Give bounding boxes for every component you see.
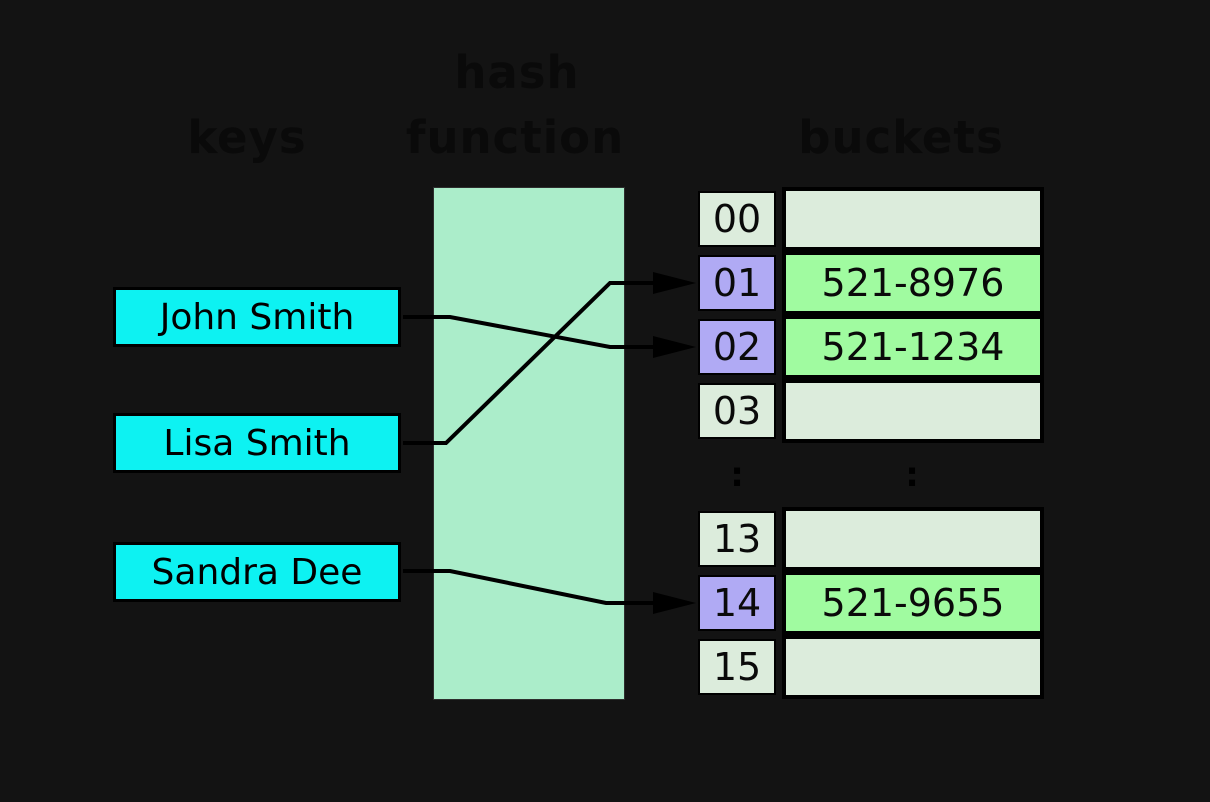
bucket-value-00 — [782, 187, 1044, 251]
key-label: Lisa Smith — [163, 422, 351, 464]
hash-function-label-line1: hash — [454, 46, 580, 99]
bucket-index-00: 00 — [698, 191, 776, 247]
index-ellipsis: : — [730, 455, 744, 495]
buckets-column-label: buckets — [798, 111, 1004, 164]
key-label: John Smith — [159, 296, 355, 338]
key-box-sandra-dee: Sandra Dee — [113, 542, 401, 602]
key-box-john-smith: John Smith — [113, 287, 401, 347]
bucket-value-14: 521-9655 — [782, 571, 1044, 635]
bucket-index-01: 01 — [698, 255, 776, 311]
bucket-index-14: 14 — [698, 575, 776, 631]
bucket-index-03: 03 — [698, 383, 776, 439]
bucket-value-02: 521-1234 — [782, 315, 1044, 379]
hash-function-box — [433, 187, 625, 700]
bucket-value-13 — [782, 507, 1044, 571]
key-label: Sandra Dee — [151, 551, 363, 593]
arrowhead-01 — [653, 272, 696, 294]
bucket-value-03 — [782, 379, 1044, 443]
bucket-index-02: 02 — [698, 319, 776, 375]
hash-function-label-line2: function — [405, 111, 625, 164]
bucket-value-01: 521-8976 — [782, 251, 1044, 315]
arrowhead-02 — [653, 336, 696, 358]
arrowhead-14 — [653, 592, 696, 614]
key-box-lisa-smith: Lisa Smith — [113, 413, 401, 473]
bucket-index-15: 15 — [698, 639, 776, 695]
bucket-value-15 — [782, 635, 1044, 699]
bucket-index-13: 13 — [698, 511, 776, 567]
keys-column-label: keys — [187, 111, 307, 164]
value-ellipsis: : — [905, 455, 919, 495]
